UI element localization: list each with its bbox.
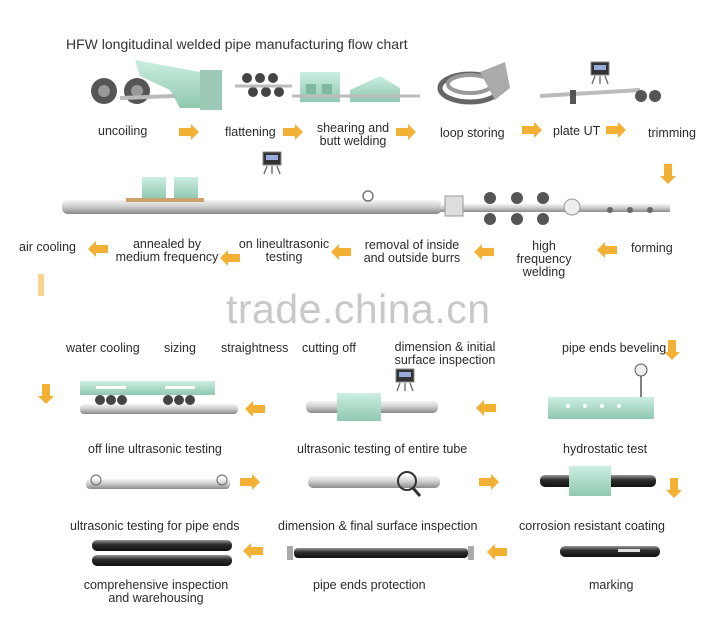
step-forming: forming [631,241,673,255]
step-cutting-off: cutting off [302,341,356,355]
step-pipe-ends-protection: pipe ends protection [313,578,426,592]
coating-machine [540,466,656,496]
step-water-cooling: water cooling [66,341,140,355]
flattening-machine [235,73,292,97]
final-inspection-pipe [308,471,440,497]
step-trimming: trimming [648,126,696,140]
step-air-cooling: air cooling [19,240,76,254]
offline-ut-machine [80,381,238,414]
full-tube-ut-machine [306,368,438,421]
shearing-welding-machine [292,72,420,102]
step-offline-ut: off line ultrasonic testing [88,442,222,456]
step-plate-ut: plate UT [553,124,601,138]
warehousing-pipes [92,540,232,566]
step-hf-welding: high frequency welding [516,239,572,279]
step-loop-storing: loop storing [440,126,505,140]
step-sizing: sizing [164,341,196,355]
step-full-tube-ut: ultrasonic testing of entire tube [297,442,468,456]
step-shearing-butt-welding: shearing and butt welding [316,121,390,148]
fade-arrow [38,274,44,296]
step-initial-inspection: dimension & initial surface inspection [394,340,496,367]
hydrostatic-test-machine [548,363,654,419]
step-marking: marking [589,578,634,592]
step-straightness: straightness [221,341,289,355]
uncoiling-machine [91,60,222,110]
step-hydrostatic-test: hydrostatic test [563,442,648,456]
step-annealing: annealed by medium frequency [115,237,219,264]
pipe-protection [287,546,474,560]
step-final-inspection: dimension & final surface inspection [278,519,478,533]
watermark: trade.china.cn [226,286,491,332]
step-uncoiling: uncoiling [98,124,148,138]
step-burr-removal: removal of inside and outside burrs [363,238,461,265]
step-flattening: flattening [225,125,276,139]
step-coating: corrosion resistant coating [519,519,665,533]
marking-pipe [560,546,660,557]
step-pipe-ends-ut: ultrasonic testing for pipe ends [70,519,240,533]
chart-title: HFW longitudinal welded pipe manufacturi… [66,36,408,52]
forming-welding-line [62,151,670,225]
pipe-ends-ut-machine [86,474,230,489]
step-online-ut: on lineultrasonic testing [238,237,330,264]
loop-storing-machine [437,62,510,105]
step-warehousing: comprehensive inspection and warehousing [83,578,229,605]
plate-ut-machine [539,61,661,104]
step-pipe-ends-beveling: pipe ends beveling [562,341,667,355]
